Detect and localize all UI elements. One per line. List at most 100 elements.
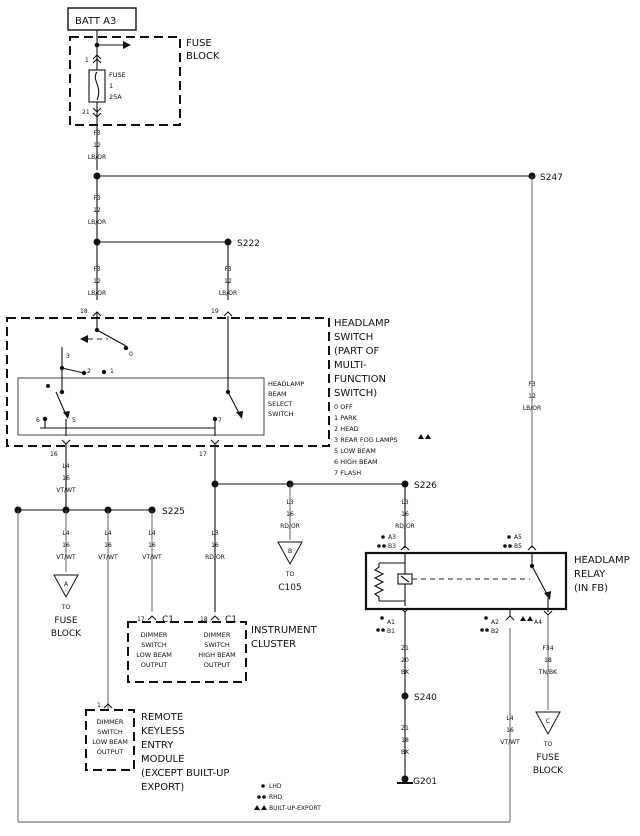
switch-contact-7: 7 [218, 417, 222, 424]
wire-label-color: LB/OR [88, 290, 106, 297]
relay-title-line2: RELAY [574, 569, 606, 580]
legend-rhd-icon [257, 795, 261, 799]
rke-module-outline [85, 709, 135, 771]
wire-label-gauge: 16 [506, 727, 514, 734]
instrument-cluster-outline [127, 621, 247, 683]
beam-select-wiper-left [55, 391, 67, 416]
switch-contact-dot [46, 384, 50, 388]
wire-label-gauge: 16 [62, 475, 70, 482]
connector-chevron-icon [505, 615, 515, 621]
relay-pin-b2: B2 [491, 628, 499, 635]
connector-b-triangle [277, 541, 303, 566]
wire-label-circuit: F3 [93, 195, 100, 202]
wire-label-gauge: 16 [148, 542, 156, 549]
rke-title-line2: KEYLESS [141, 726, 185, 737]
wire-label-gauge: 12 [93, 278, 101, 285]
splice-s240-dot [401, 692, 409, 700]
rhd-dot-icon [508, 544, 512, 548]
wire-label-gauge: 12 [93, 207, 101, 214]
cluster-right-line1: DIMMER [204, 631, 231, 639]
wire-label-color: VT/WT [56, 554, 76, 561]
splice-s247-label: S247 [540, 173, 563, 183]
switch-position-park: 1 PARK [334, 414, 358, 422]
switch-pin-18: 18 [80, 308, 88, 315]
wire-label-gauge: 16 [286, 511, 294, 518]
fuse-body [88, 69, 106, 103]
wire-label-circuit: Z1 [401, 725, 409, 732]
connector-b-to: TO [285, 571, 295, 578]
splice-s225-label: S225 [162, 507, 185, 517]
headlamp-switch-title-line1: HEADLAMP [334, 318, 390, 329]
wire-label-circuit: L4 [148, 530, 155, 537]
relay-contact-arm [531, 565, 549, 597]
switch-arrow-icon [63, 411, 70, 419]
connector-chevron-icon [210, 615, 220, 621]
switch-arrow-icon [236, 411, 243, 419]
fuse-block-title-line2: BLOCK [186, 51, 220, 62]
rhd-dot-icon [503, 544, 507, 548]
wire-label-circuit: Z1 [401, 645, 409, 652]
fuse-block-title-line1: FUSE [186, 38, 212, 49]
connector-a-dest-line2: BLOCK [51, 629, 82, 639]
wire-label-gauge: 18 [401, 737, 409, 744]
wire-label-circuit: L4 [62, 463, 69, 470]
fuse-pin-top: 1 [85, 57, 89, 64]
headlamp-switch-title-line2: SWITCH [334, 332, 373, 343]
fuse-pin-bottom: 21 [82, 109, 90, 116]
lhd-dot-icon [484, 616, 488, 620]
connector-c-triangle [535, 711, 561, 736]
connector-b-letter: B [288, 548, 292, 555]
wire-label-gauge: 12 [528, 393, 536, 400]
switch-position-flash: 7 FLASH [334, 469, 361, 477]
wire-label-circuit: F3 [224, 266, 231, 273]
beam-select-switch-outline [17, 377, 265, 436]
ground-g201-icon [401, 775, 409, 783]
fuse-rating: 25A [109, 93, 122, 101]
cluster-title-line1: INSTRUMENT [251, 625, 318, 636]
wire-label-circuit: L4 [104, 530, 111, 537]
wire-label-color: VT/WT [98, 554, 118, 561]
switch-contact-dot [101, 369, 107, 375]
switch-contact-dot [59, 389, 65, 395]
wire-label-gauge: 16 [401, 511, 409, 518]
connector-c-to: TO [543, 741, 553, 748]
relay-pin-b1: B1 [387, 628, 395, 635]
rhd-dot-icon [377, 544, 381, 548]
switch-contact-0: 0 [129, 351, 133, 358]
headlamp-switch-title-line5: FUNCTION [334, 374, 386, 385]
switch-pin-17: 17 [199, 451, 207, 458]
connector-c-letter: C [546, 718, 550, 725]
wire-label-color: RD/OR [395, 523, 415, 530]
rhd-dot-icon [485, 628, 489, 632]
wire-label-circuit: L4 [62, 530, 69, 537]
switch-position-off: 0 OFF [334, 403, 353, 411]
wire-label-gauge: 16 [62, 542, 70, 549]
connector-chevron-icon [61, 439, 71, 445]
splice-s240-label: S240 [414, 693, 437, 703]
cluster-conn-left: C1 [162, 615, 174, 625]
rke-title-line6: EXPORT) [141, 782, 184, 793]
relay-arrow-icon [544, 591, 551, 600]
headlamp-switch-title-line3: (PART OF [334, 346, 380, 357]
wire-label-gauge: 12 [224, 278, 232, 285]
export-triangle-icon [527, 616, 533, 621]
wire-label-color: LB/OR [219, 290, 237, 297]
ground-g201-label: G201 [413, 777, 437, 787]
rhd-dot-icon [381, 628, 385, 632]
legend-lhd-label: LHD [269, 783, 282, 790]
batt-source-label: BATT A3 [75, 16, 116, 27]
connector-chevron-icon [92, 54, 102, 64]
wire-label-circuit: F34 [542, 645, 553, 652]
connector-chevron-icon [147, 615, 157, 621]
relay-pin-a3: A3 [388, 534, 396, 541]
batt-source-box [67, 7, 137, 31]
connector-chevron-icon [223, 311, 233, 317]
rke-inner-line1: DIMMER [97, 718, 124, 726]
rke-title-line4: MODULE [141, 754, 184, 765]
switch-contact-1: 1 [110, 368, 114, 375]
lhd-dot-icon [381, 535, 385, 539]
legend-rhd-label: RHD [269, 794, 283, 801]
wire-label-color: VT/WT [56, 487, 76, 494]
relay-pin-a2: A2 [491, 619, 499, 626]
